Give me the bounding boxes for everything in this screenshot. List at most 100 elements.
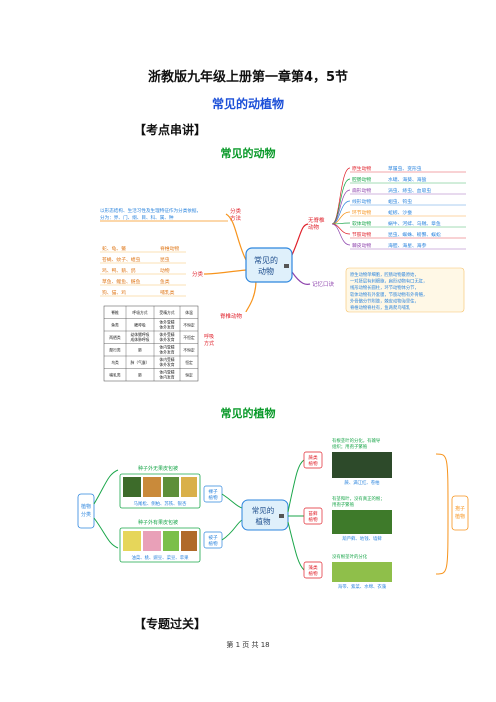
memory-lines: 原生动物单细胞，腔肠动物最原始，一对胚层有刺细胞，扁形动物有口无肛，线形动物长圆… [350,271,427,311]
table-cell: 两栖类 [109,335,121,340]
algae-label-1: 藻类 [308,564,318,571]
classify-item-examples: 鸡、鸭、鹅、鸽 [102,267,136,274]
table-header-cell: 呼吸方式 [132,310,147,315]
animal-center-node [245,247,293,283]
memory-label: 记忆口诀 [312,280,335,288]
breath-label-2: 方式 [204,340,214,347]
invertebrate-label-2: 动物 [308,223,320,231]
classify-item-group: 哺乳类 [160,289,175,296]
invertebrate-items: 原生动物草履虫、变形虫腔肠动物水螅、海葵、海蜇扁形动物涡虫、绦虫、血吸虫线形动物… [331,165,466,250]
table-cell: 不恒定 [183,335,195,340]
algae-examples: 海带、紫菜、水绵、衣藻 [338,583,387,590]
vertebrate-label: 脊椎动物 [220,312,243,320]
spore-box [451,495,469,531]
moss-label-2: 植物 [308,516,318,523]
table-cell: 恒定 [185,373,193,378]
table-header-cell: 体温 [185,310,193,315]
table-cell: 爬行类 [109,348,121,353]
table-cell: 体外发育 [159,350,174,355]
fern-desc-1: 有根茎叶的分化，有输导 [332,437,381,444]
memory-line: 外骨骼分节附肢，棘皮动物海里住， [350,297,419,304]
plant-classify-box [77,493,95,529]
page-footer: 第 1 页 共 18 [226,641,270,649]
table-cell: 体外受精 [159,332,174,337]
classify-item-group: 动物 [160,267,170,274]
method-text-2: 分为：界、门、纲、目、科、属、种 [100,214,174,221]
invertebrate-examples: 涡虫、绦虫、血吸虫 [388,187,431,194]
method-label-2: 方法 [230,214,242,222]
table-cell: 体外受精 [159,320,174,325]
invertebrate-examples: 蛔虫、钩虫 [388,198,412,205]
spore-label-1: 孢子 [455,505,465,512]
table-cell: 恒定 [185,360,193,365]
plant-classify-2: 分类 [81,511,91,518]
classify-items: 蛇、龟、鳖脊椎动物苍蝇、蚊子、蝗虫昆虫鸡、鸭、鹅、鸽动物草鱼、鲤鱼、鲢鱼鱼类狗、… [100,245,186,297]
animal-center-line2: 动物 [258,266,274,276]
algae-photo [332,562,392,582]
connector-classify [203,269,247,275]
moss-desc-2: 用孢子繁殖 [332,501,355,508]
table-cell: 体外发育 [159,337,174,342]
table-cell: 鸟类 [111,360,119,365]
invertebrate-group: 棘皮动物 [352,242,371,249]
classify-label: 分类 [192,270,204,278]
memory-box [345,267,465,313]
fern-desc-2: 组织；用孢子繁殖 [332,443,368,450]
connector-memory [291,271,311,285]
invertebrate-examples: 海胆、海星、海参 [388,242,427,249]
memory-line: 脊椎动物脊柱有，鱼两爬鸟哺乳 [350,304,411,311]
invertebrate-examples: 蜗牛、河蚌、乌贼、章鱼 [388,220,441,227]
invertebrate-examples: 昆虫、蜘蛛、螃蟹、蜈蚣 [388,231,441,238]
invertebrate-group: 原生动物 [352,165,371,172]
memory-line: 线形动物长圆柱，环节动物体分节， [350,284,419,291]
table-cell: 体内受精 [159,370,174,375]
classify-item-examples: 苍蝇、蚊子、蝗虫 [102,256,141,263]
gymno-title: 种子外无果皮包被 [138,465,178,472]
document-subtitle: 常见的动植物 [211,97,284,111]
plant-center-line2: 植物 [256,516,271,526]
table-cell: 肺（气囊） [131,360,150,365]
note-icon [279,514,284,518]
table-cell: 肺 [138,348,142,353]
fern-examples: 蕨、满江红、卷柏 [344,479,379,486]
fern-photo [332,452,392,478]
table-cell: 体内发育 [159,375,174,380]
memory-line: 一对胚层有刺细胞，扁形动物有口无肛， [350,278,427,285]
memory-line: 软体动物有外套膜，节肢动物有外骨骼， [350,291,427,298]
table-cell: 体外发育 [159,325,174,330]
moss-examples: 葫芦藓、地钱、墙藓 [342,535,382,542]
moss-label-1: 苔藓 [308,510,318,517]
section-heading-exercises: 【专题过关】 [134,617,207,631]
plant-mind-map: 植物 分类 种子外无果皮包被 马尾松、侧柏、苏铁、银杏 裸子 植物 种子外有果皮… [77,437,469,590]
animal-mind-map: 常见的 动物 分类 方法 以形态结构、生活习性及生理特征作为分类依据， 分为：界… [100,165,466,382]
method-label-1: 分类 [230,207,242,215]
table-cell: 哺乳类 [109,373,121,378]
classify-item-group: 脊椎动物 [160,245,179,252]
invertebrate-group: 环节动物 [352,209,371,216]
angio-label-1: 被子 [208,534,218,541]
table-header-cell: 受精方式 [159,310,174,315]
gymno-label-2: 植物 [208,494,218,501]
connector-classify-method [225,213,247,261]
fern-label-2: 植物 [308,460,318,467]
moss-photo [332,510,392,534]
note-icon [284,264,289,268]
plant-map-caption: 常见的植物 [220,407,276,420]
spore-label-2: 植物 [455,513,465,520]
invertebrate-group: 软体动物 [352,220,371,227]
plant-center-line1: 常见的 [252,505,275,515]
document-title: 浙教版九年级上册第一章第4，5节 [147,70,349,85]
classify-item-examples: 蛇、龟、鳖 [102,245,126,252]
memory-line: 原生动物单细胞，腔肠动物最原始， [350,271,419,278]
angio-label-2: 植物 [208,540,218,547]
table-cell: 体外发育 [159,362,174,367]
gymno-label-1: 裸子 [208,488,218,495]
method-text-1: 以形态结构、生活习性及生理特征作为分类依据， [100,207,201,214]
invertebrate-group: 腔肠动物 [352,176,371,183]
plant-classify-1: 植物 [81,503,91,510]
classify-item-examples: 狗、猫、鸡 [102,289,126,296]
table-cell: 鳃呼吸 [134,323,146,328]
connector-invertebrate [291,223,309,256]
gymno-examples: 马尾松、侧柏、苏铁、银杏 [134,500,187,507]
classify-item-examples: 草鱼、鲤鱼、鲢鱼 [102,278,141,285]
